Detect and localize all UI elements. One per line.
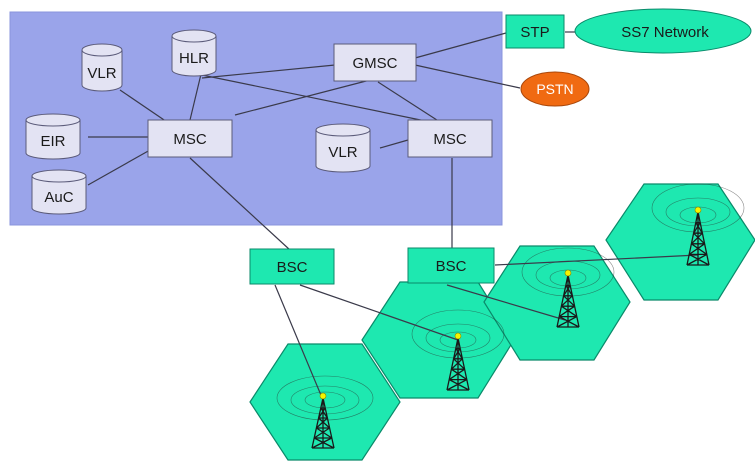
ss7-network-node: SS7 Network xyxy=(575,9,751,53)
antenna-tip xyxy=(320,393,326,399)
hlr-label: HLR xyxy=(179,50,209,67)
pstn-node: PSTN xyxy=(521,72,589,106)
pstn-label: PSTN xyxy=(536,81,573,97)
eir-node: EIR xyxy=(26,114,80,159)
vlr-right-label: VLR xyxy=(328,144,357,161)
antenna-tip xyxy=(455,333,461,339)
bsc-right-node: BSC xyxy=(408,248,494,283)
auc-node: AuC xyxy=(32,170,86,214)
eir-label: EIR xyxy=(40,133,65,150)
vlr-right-node: VLR xyxy=(316,124,370,172)
msc-right-label: MSC xyxy=(433,131,467,148)
gmsc-node: GMSC xyxy=(334,44,416,81)
bsc-left-label: BSC xyxy=(277,259,308,276)
bsc-left-node: BSC xyxy=(250,249,334,284)
antenna-tip xyxy=(565,270,571,276)
ss7-label: SS7 Network xyxy=(621,24,709,41)
auc-label: AuC xyxy=(44,189,73,206)
bsc-right-label: BSC xyxy=(436,258,467,275)
stp-label: STP xyxy=(520,24,549,41)
msc-left-node: MSC xyxy=(148,120,232,157)
cell-4 xyxy=(606,184,755,300)
msc-right-node: MSC xyxy=(408,120,492,157)
vlr-left-label: VLR xyxy=(87,65,116,82)
gmsc-label: GMSC xyxy=(353,55,398,72)
vlr-left-node: VLR xyxy=(82,44,122,91)
msc-left-label: MSC xyxy=(173,131,207,148)
stp-node: STP xyxy=(506,15,564,48)
hlr-node: HLR xyxy=(172,30,216,76)
antenna-tip xyxy=(695,207,701,213)
